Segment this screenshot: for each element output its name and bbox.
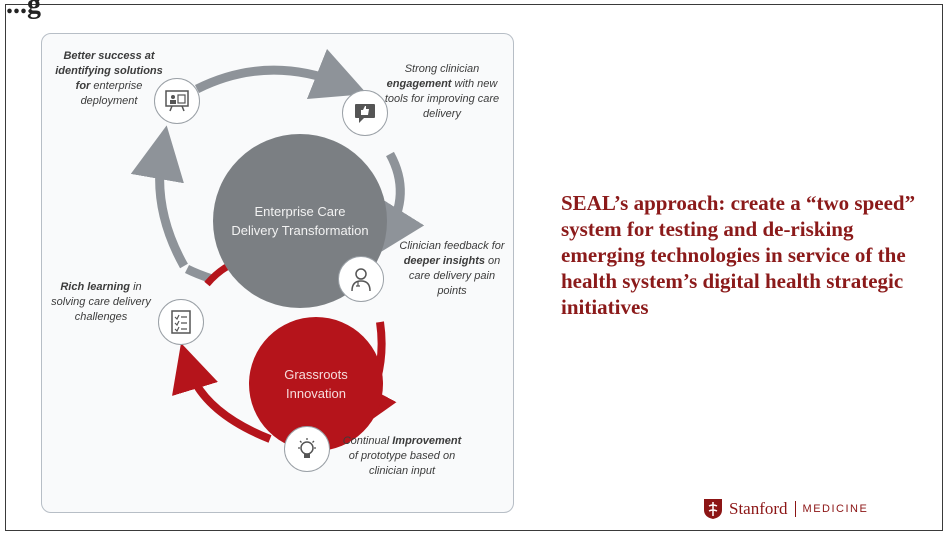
label-better-success: Better success at identifying solutions … xyxy=(55,50,163,107)
label-clinician-engagement: Strong clinician engagement with new too… xyxy=(384,63,500,120)
presentation-board-icon xyxy=(154,78,200,124)
stanford-shield-icon xyxy=(704,499,722,519)
diagram-panel: Enterprise Care Delivery Transformation … xyxy=(41,33,514,513)
red-arrow-bottom-left xyxy=(172,343,272,443)
slide-frame: ...g Enterprise Care Delivery Transform xyxy=(5,0,943,531)
stanford-wordmark: Stanford xyxy=(729,499,788,518)
clinician-icon xyxy=(338,256,384,302)
lightbulb-icon xyxy=(284,426,330,472)
slide-title-fragment: ...g xyxy=(6,0,41,19)
checklist-icon xyxy=(158,299,204,345)
logo-divider xyxy=(794,501,796,517)
seal-approach-text: SEAL’s approach: create a “two speed” sy… xyxy=(561,191,916,319)
label-rich-learning: Rich learning in solving care delivery c… xyxy=(51,281,151,323)
thumbs-up-chat-icon xyxy=(342,90,388,136)
gray-arrow-top xyxy=(194,48,368,100)
label-continual-improvement: Continual Improvement of prototype based… xyxy=(342,435,462,477)
label-clinician-feedback: Clinician feedback for deeper insights o… xyxy=(399,240,505,297)
stanford-medicine-logo: Stanford MEDICINE xyxy=(703,498,868,520)
enterprise-circle: Enterprise Care Delivery Transformation xyxy=(213,134,387,308)
medicine-wordmark: MEDICINE xyxy=(802,503,869,515)
gray-arrow-left xyxy=(130,125,188,269)
gray-arrow-right xyxy=(372,151,425,257)
